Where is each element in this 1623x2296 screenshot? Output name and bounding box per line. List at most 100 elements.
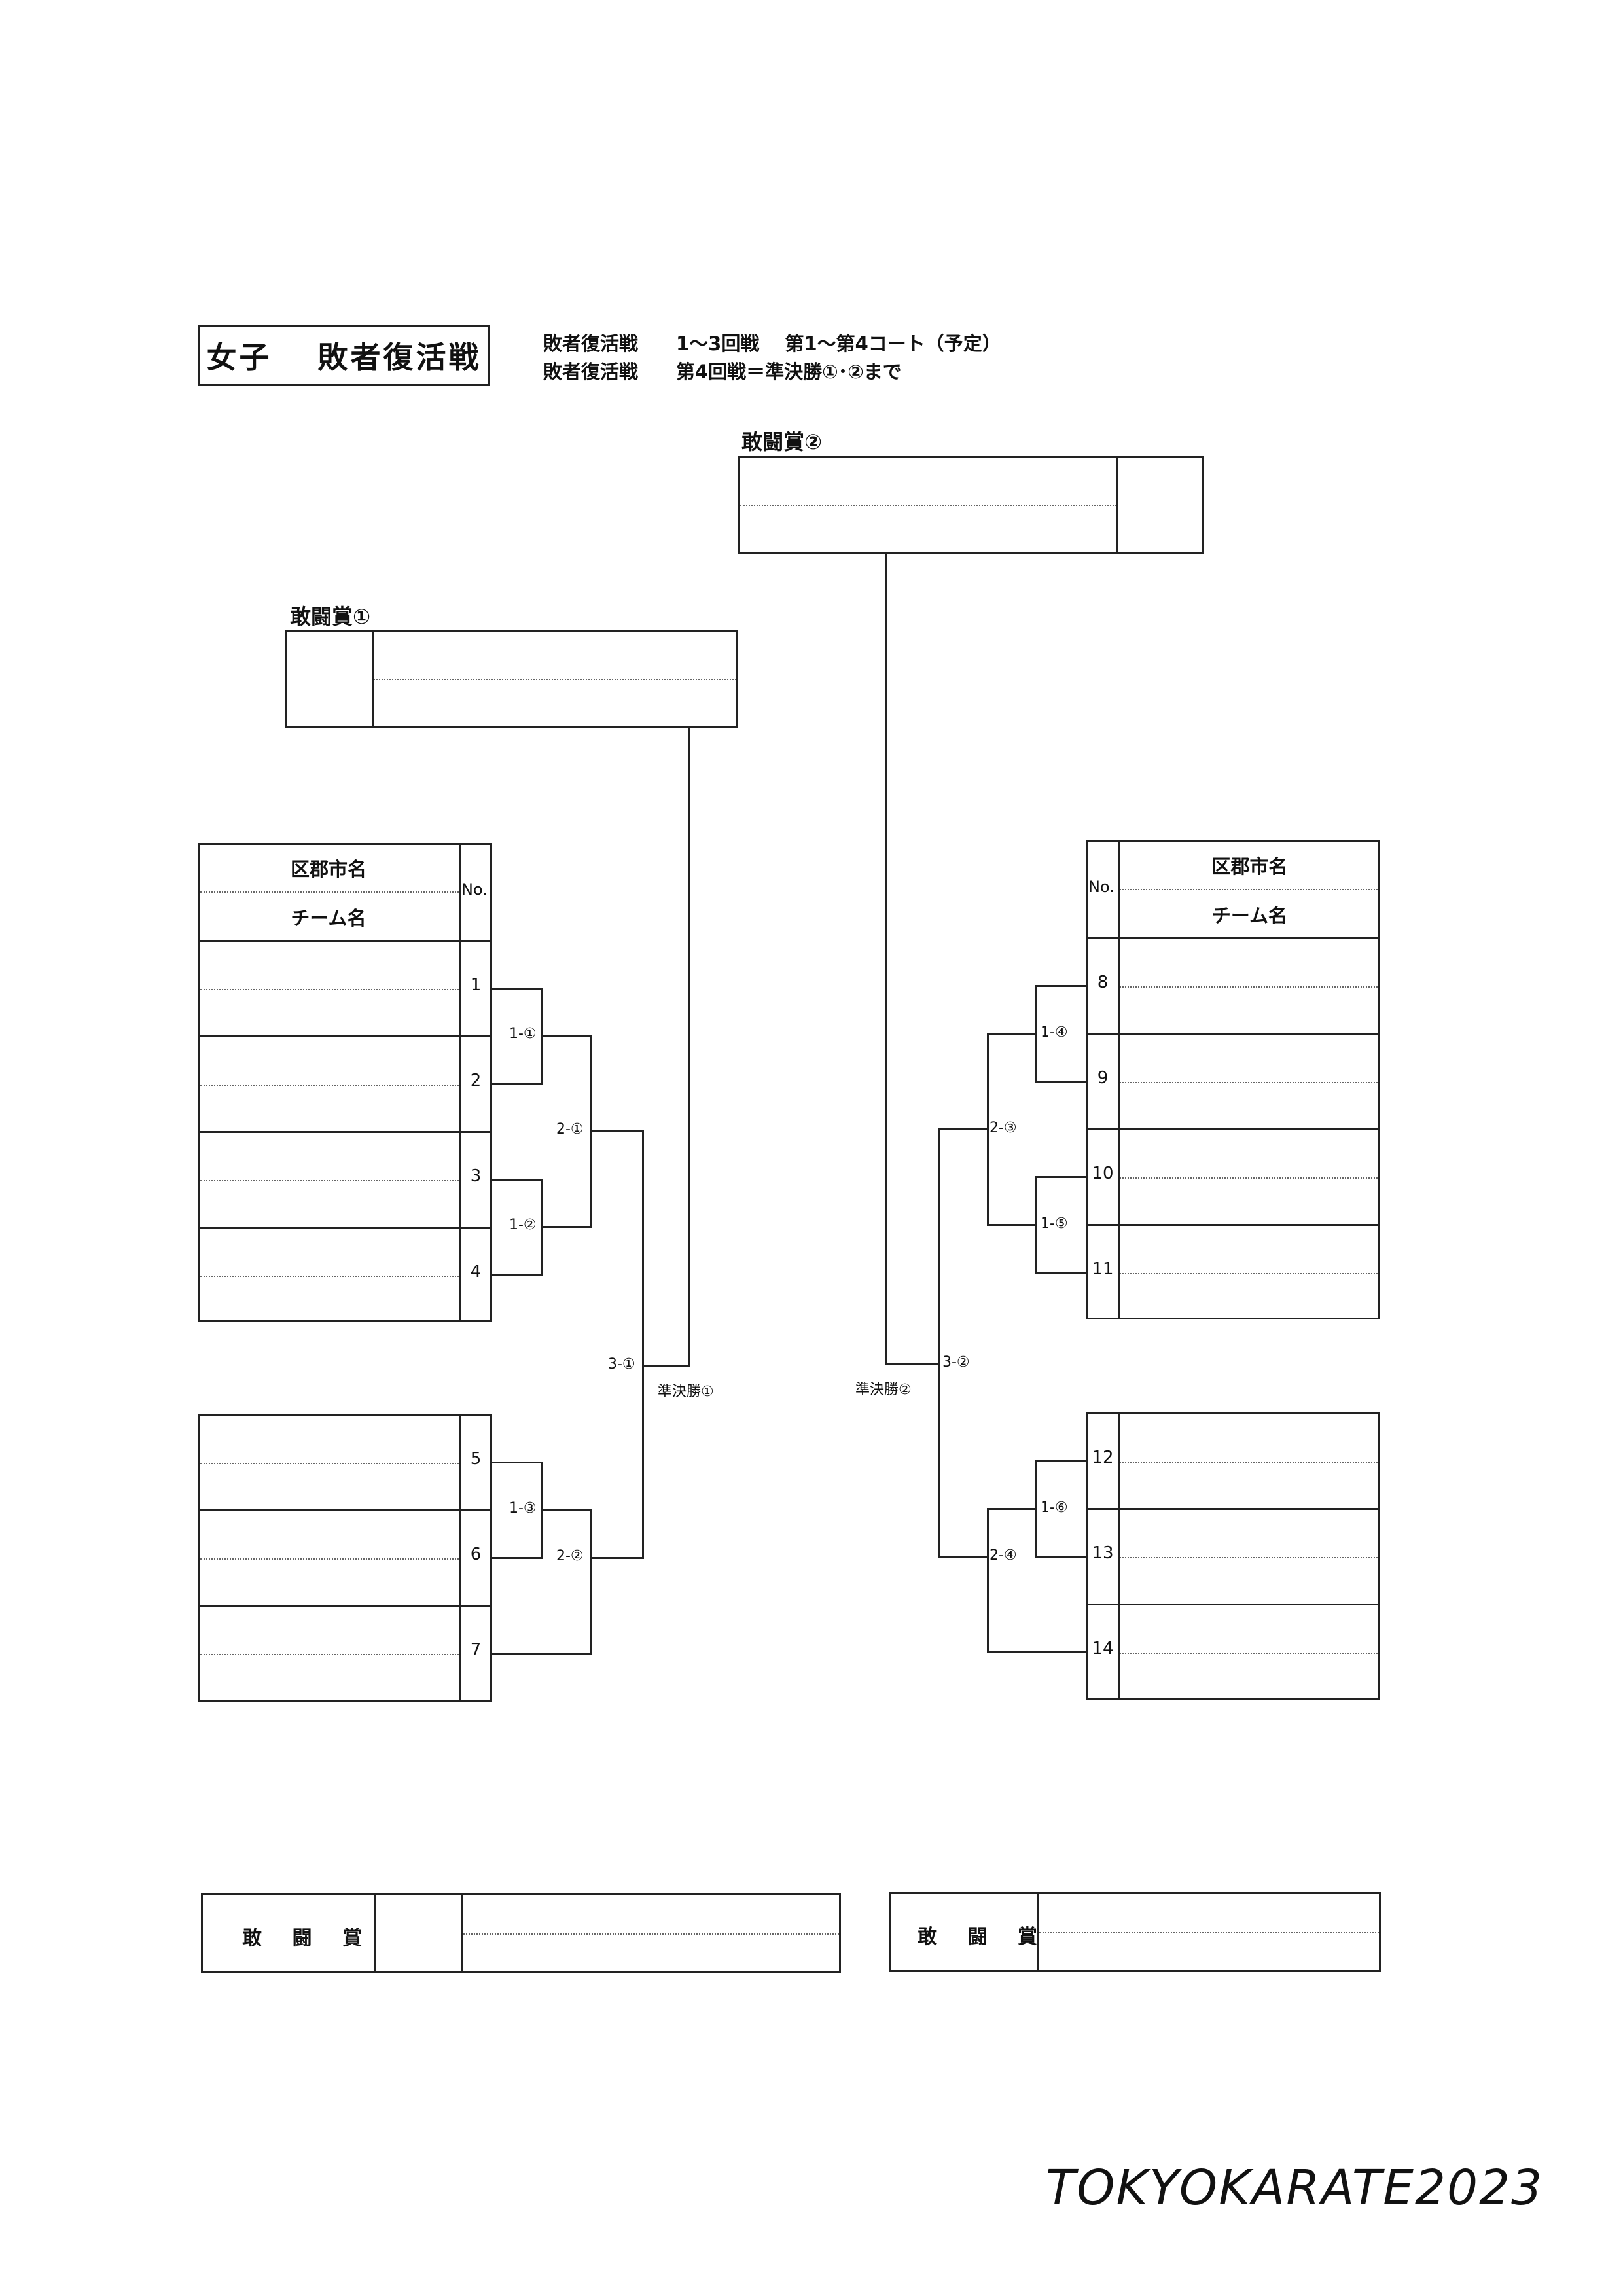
right-header-team: チーム名 [1211, 905, 1288, 927]
bottom-award-right-dotted [1039, 1932, 1379, 1933]
award-2-dotted [740, 505, 1116, 506]
right-table-bottom-no-divider [1118, 1412, 1120, 1700]
row-dotted [200, 1180, 459, 1181]
schedule-note-2: 敗者復活戦 第4回戦＝準決勝①･②まで [543, 361, 902, 383]
match-label: 2-④ [990, 1547, 1017, 1564]
match-label: 1-③ [509, 1500, 537, 1516]
right-table-top [1086, 840, 1380, 1319]
row-dotted [200, 1085, 459, 1086]
match-label: 1-⑤ [1041, 1215, 1068, 1232]
schedule-note-1: 敗者復活戦 1～3回戦 第1～第4コート（予定） [543, 332, 1001, 355]
award-1-dotted [374, 679, 736, 680]
row-dotted [1120, 1462, 1378, 1463]
match-label: 2-① [556, 1121, 584, 1138]
right-row-divider [1086, 1224, 1380, 1226]
bracket-line [541, 1226, 592, 1228]
bracket-line [492, 1653, 592, 1655]
match-label: 1-① [509, 1026, 537, 1042]
left-table-top-no-divider [459, 843, 461, 1322]
right-header-region: 区郡市名 [1211, 855, 1288, 878]
left-row-divider [198, 1509, 492, 1511]
entry-number: 7 [470, 1640, 482, 1660]
entry-number: 11 [1092, 1259, 1114, 1279]
match-label: 2-② [556, 1548, 584, 1564]
entry-number: 10 [1092, 1164, 1114, 1183]
bracket-line [492, 1462, 543, 1463]
page-title-text: 女子 敗者復活戦 [206, 340, 482, 375]
bracket-line [1035, 1460, 1086, 1462]
row-dotted [200, 1276, 459, 1277]
entry-number: 4 [470, 1262, 482, 1282]
match-label: 1-⑥ [1041, 1499, 1068, 1516]
bracket-line [938, 1128, 940, 1558]
left-header-no: No. [461, 880, 488, 899]
right-header-dotted [1120, 889, 1378, 890]
match-label: 2-③ [990, 1120, 1017, 1136]
bracket-line [492, 1274, 543, 1276]
page-title: 女子 敗者復活戦 [198, 325, 490, 386]
right-table-top-no-divider [1118, 840, 1120, 1319]
bracket-line [590, 1509, 592, 1655]
bracket-line [1035, 1556, 1086, 1558]
bracket-line [642, 1365, 690, 1367]
bottom-award-right-divider [1037, 1892, 1039, 1972]
row-dotted [200, 1463, 459, 1464]
entry-number: 5 [470, 1449, 482, 1469]
semifinal-label: 準決勝② [855, 1382, 912, 1398]
entry-number: 12 [1092, 1448, 1114, 1467]
right-header-no: No. [1088, 878, 1115, 896]
row-dotted [1120, 1273, 1378, 1274]
bottom-award-left-dotted [463, 1933, 839, 1935]
row-dotted [200, 1558, 459, 1560]
bracket-line [590, 1130, 644, 1132]
award-1-box [285, 630, 738, 728]
bracket-line [938, 1128, 989, 1130]
bracket-line [1035, 1176, 1086, 1178]
left-row-divider [198, 1131, 492, 1133]
bracket-line [1035, 1081, 1086, 1083]
bracket-line [987, 1224, 1037, 1226]
match-label: 1-② [509, 1217, 537, 1233]
left-header-region: 区郡市名 [290, 858, 366, 880]
bottom-award-left-divider-1 [374, 1893, 376, 1973]
award-1-divider [372, 630, 374, 728]
award-1-label: 敢闘賞① [290, 604, 371, 629]
left-header-team: チーム名 [291, 907, 366, 929]
bracket-line [885, 1363, 940, 1365]
left-row-divider [198, 1605, 492, 1607]
bracket-line [885, 554, 887, 1365]
award-2-label: 敢闘賞② [741, 429, 823, 454]
entry-number: 8 [1097, 973, 1109, 992]
row-dotted [200, 989, 459, 990]
bottom-award-right-label: 敢 闘 賞 [918, 1926, 1049, 1948]
bracket-line [492, 1083, 543, 1085]
left-table-bottom-no-divider [459, 1414, 461, 1702]
bracket-line [987, 1033, 1037, 1035]
bracket-line [492, 1179, 543, 1181]
bracket-line [987, 1651, 1086, 1653]
row-dotted [1120, 1653, 1378, 1654]
bottom-award-right-box [889, 1892, 1381, 1972]
row-dotted [1120, 1557, 1378, 1558]
entry-number: 14 [1092, 1639, 1114, 1659]
bracket-line [1035, 1272, 1086, 1274]
entry-number: 6 [470, 1545, 482, 1564]
row-dotted [200, 1654, 459, 1655]
entry-number: 9 [1097, 1068, 1109, 1088]
entry-number: 3 [470, 1166, 482, 1186]
left-header-dotted [200, 891, 459, 893]
award-2-box [738, 456, 1204, 554]
left-header-divider [198, 940, 492, 942]
match-label: 3-② [942, 1354, 970, 1371]
bracket-line [938, 1556, 989, 1558]
semifinal-label: 準決勝① [658, 1384, 714, 1400]
left-row-divider [198, 1035, 492, 1037]
right-row-divider [1086, 1033, 1380, 1035]
right-row-divider [1086, 1604, 1380, 1605]
bracket-line [541, 1509, 592, 1511]
bottom-award-left-divider-2 [461, 1893, 463, 1973]
left-table-bottom [198, 1414, 492, 1702]
bracket-line [688, 728, 690, 1367]
left-row-divider [198, 1227, 492, 1229]
footer-text: TOKYOKARATE2023 [1046, 2160, 1544, 2216]
